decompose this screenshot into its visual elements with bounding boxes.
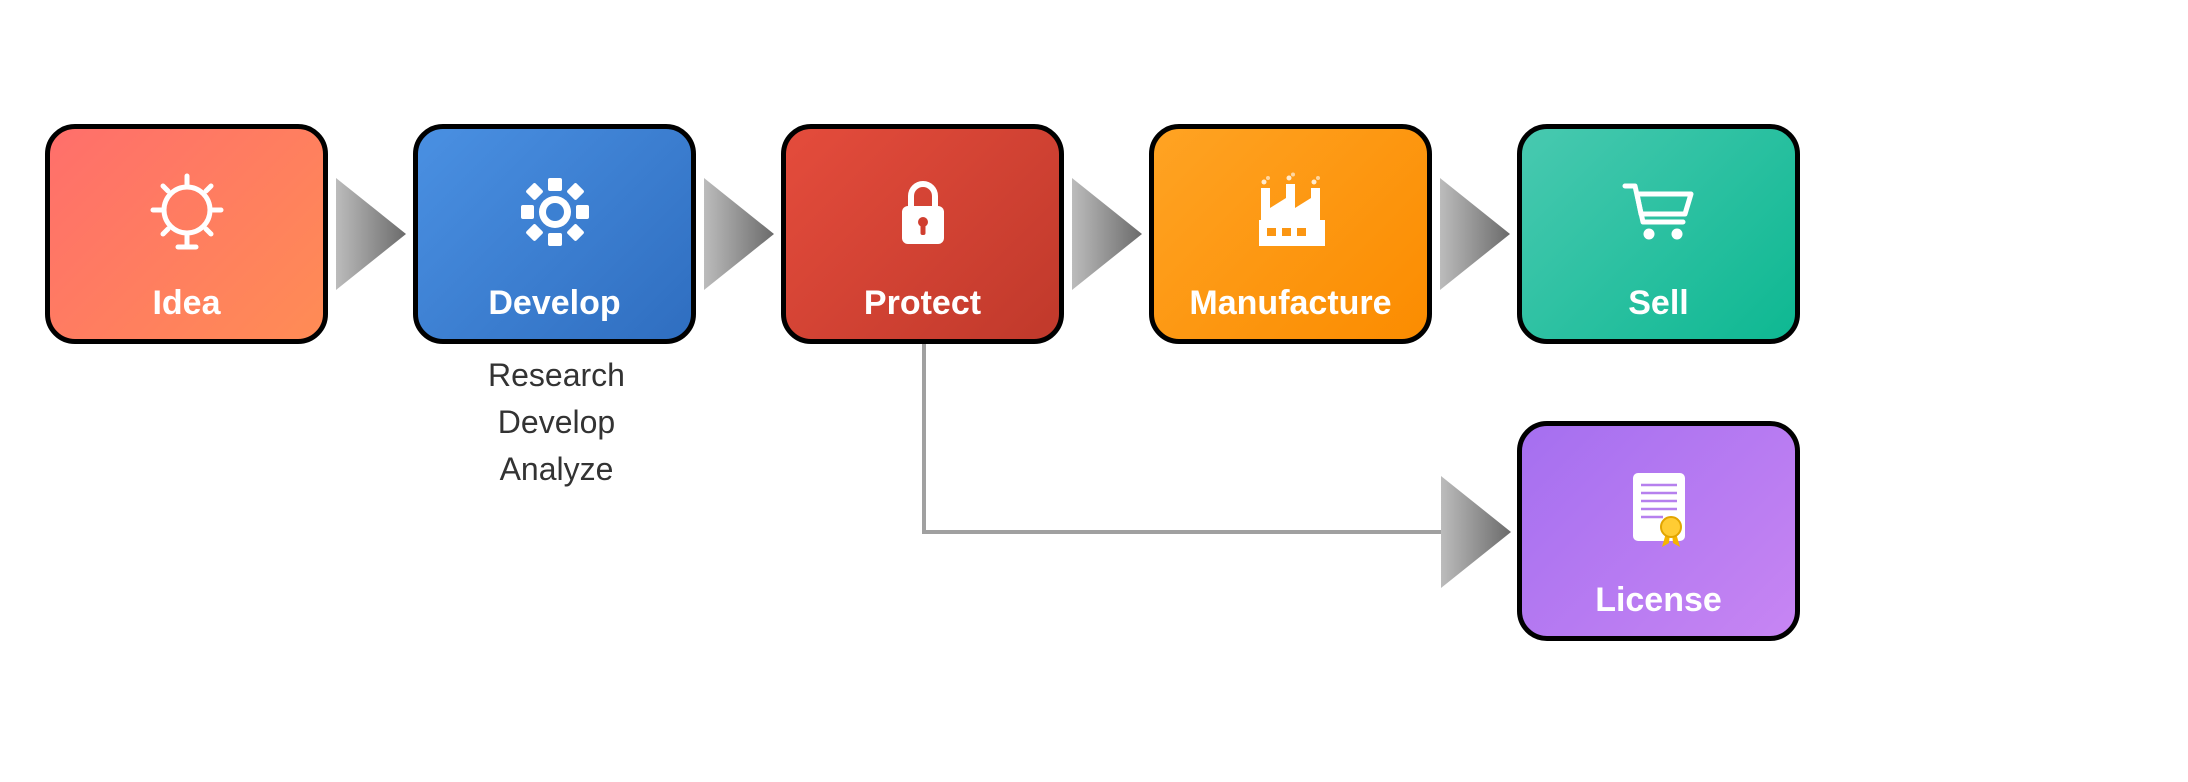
step-manufacture: Manufacture	[1149, 124, 1432, 344]
step-label-sell: Sell	[1628, 284, 1689, 322]
develop-detail-item: Develop	[497, 404, 616, 440]
arrow-manufacture-to-sell	[1440, 178, 1510, 290]
step-label-protect: Protect	[863, 284, 982, 322]
step-idea: Idea	[45, 124, 328, 344]
develop-details-list: Research Develop Analyze	[415, 352, 698, 493]
step-sell: Sell	[1517, 124, 1800, 344]
arrow-idea-to-develop	[336, 178, 406, 290]
connector-protect-to-license	[922, 344, 1445, 534]
gear-icon	[418, 169, 691, 255]
step-label-manufacture: Manufacture	[1189, 284, 1392, 322]
step-label-license: License	[1595, 581, 1722, 619]
shopping-cart-icon	[1522, 169, 1795, 255]
arrow-develop-to-protect	[704, 178, 774, 290]
develop-detail-item: Analyze	[499, 451, 614, 487]
step-license: License	[1517, 421, 1800, 641]
develop-detail-item: Research	[488, 357, 625, 393]
lightbulb-icon	[50, 169, 323, 255]
certificate-icon	[1522, 466, 1795, 552]
step-label-idea: Idea	[152, 284, 221, 322]
step-develop: Develop	[413, 124, 696, 344]
step-label-develop: Develop	[488, 284, 621, 322]
arrow-protect-to-manufacture	[1072, 178, 1142, 290]
lock-icon	[786, 169, 1059, 255]
factory-icon	[1154, 169, 1427, 255]
arrow-protect-to-license	[1441, 476, 1511, 588]
step-protect: Protect	[781, 124, 1064, 344]
